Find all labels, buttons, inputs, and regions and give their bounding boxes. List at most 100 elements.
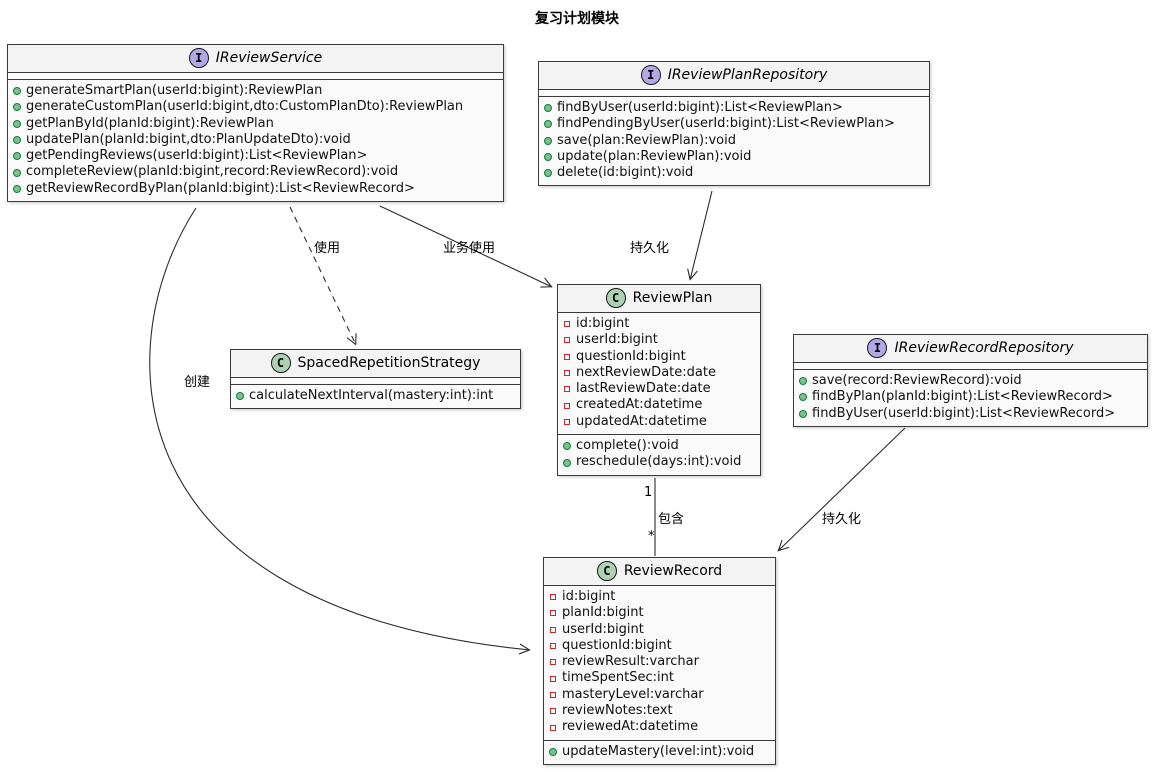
- method-signature: calculateNextInterval(mastery:int):int: [249, 388, 494, 403]
- field-row: id:bigint: [563, 316, 754, 332]
- private-field-icon: [550, 708, 556, 715]
- method-signature: updatePlan(planId:bigint,dto:PlanUpdateD…: [26, 131, 351, 147]
- private-field-icon: [564, 321, 570, 328]
- method-signature: getReviewRecordByPlan(planId:bigint):Lis…: [26, 180, 415, 196]
- diagram-title: 复习计划模块: [535, 11, 619, 27]
- edge-label-use: 使用: [314, 241, 341, 256]
- field-row: id:bigint: [549, 589, 769, 605]
- empty-fields-compartment: [794, 363, 1147, 370]
- public-method-icon: [799, 377, 807, 386]
- method-signature: findPendingByUser(userId:bigint):List<Re…: [557, 116, 895, 132]
- private-field-icon: [564, 402, 570, 409]
- private-field-icon: [550, 724, 556, 731]
- field-row: timeSpentSec:int: [549, 670, 769, 686]
- field-signature: reviewedAt:datetime: [562, 719, 699, 735]
- private-field-icon: [564, 386, 570, 393]
- public-method-icon: [544, 120, 552, 129]
- field-row: masteryLevel:varchar: [549, 687, 769, 703]
- edge-label-business-use: 业务使用: [443, 241, 496, 256]
- field-signature: createdAt:datetime: [576, 397, 703, 413]
- method-row: generateSmartPlan(userId:bigint):ReviewP…: [13, 83, 497, 99]
- field-row: questionId:bigint: [549, 638, 769, 654]
- public-method-icon: [563, 442, 571, 451]
- methods-compartment: complete():void reschedule(days:int):voi…: [558, 435, 760, 475]
- empty-fields-compartment: [231, 378, 520, 385]
- method-signature: findByUser(userId:bigint):List<ReviewRec…: [812, 405, 1116, 421]
- field-row: nextReviewDate:date: [563, 365, 754, 381]
- interface-icon: I: [867, 338, 888, 358]
- field-signature: timeSpentSec:int: [562, 670, 674, 686]
- method-row: updatePlan(planId:bigint,dto:PlanUpdateD…: [13, 132, 497, 148]
- field-signature: id:bigint: [562, 589, 616, 604]
- class-header: I IReviewRecordRepository: [794, 335, 1147, 363]
- field-signature: nextReviewDate:date: [576, 364, 716, 380]
- class-name: IReviewPlanRepository: [667, 67, 828, 83]
- class-header: I IReviewService: [8, 45, 503, 73]
- class-box-ireviewplanrepository: I IReviewPlanRepository findByUser(userI…: [538, 61, 930, 187]
- method-signature: findByPlan(planId:bigint):List<ReviewRec…: [812, 389, 1113, 405]
- method-row: calculateNextInterval(mastery:int):int: [236, 388, 514, 404]
- edge-planrepo-persists-plan: [687, 190, 713, 281]
- private-field-icon: [550, 610, 556, 617]
- methods-compartment: updateMastery(level:int):void: [544, 740, 775, 764]
- private-field-icon: [564, 353, 570, 360]
- method-row: generateCustomPlan(userId:bigint,dto:Cus…: [13, 99, 497, 115]
- method-signature: updateMastery(level:int):void: [562, 743, 755, 759]
- method-row: update(plan:ReviewPlan):void: [544, 149, 923, 165]
- method-signature: generateSmartPlan(userId:bigint):ReviewP…: [26, 83, 323, 98]
- methods-compartment: findByUser(userId:bigint):List<ReviewPla…: [539, 97, 929, 186]
- method-row: completeReview(planId:bigint,record:Revi…: [13, 164, 497, 180]
- public-method-icon: [13, 119, 21, 128]
- class-box-ireviewrecordrepository: I IReviewRecordRepository save(record:Re…: [793, 334, 1148, 427]
- class-box-reviewrecord: C ReviewRecord id:bigint planId:bigint u…: [543, 557, 776, 765]
- method-row: reschedule(days:int):void: [563, 454, 754, 470]
- field-row: reviewResult:varchar: [549, 654, 769, 670]
- method-signature: save(record:ReviewRecord):void: [812, 373, 1022, 388]
- field-row: reviewNotes:text: [549, 703, 769, 719]
- class-name: SpacedRepetitionStrategy: [297, 355, 481, 371]
- field-signature: userId:bigint: [576, 332, 658, 348]
- field-signature: updatedAt:datetime: [576, 413, 707, 429]
- field-row: planId:bigint: [549, 605, 769, 621]
- private-field-icon: [564, 337, 570, 344]
- class-header: C ReviewRecord: [544, 558, 775, 586]
- private-field-icon: [550, 675, 556, 682]
- public-method-icon: [13, 103, 21, 112]
- edge-recordrepo-persists-record: [777, 427, 906, 552]
- method-signature: reschedule(days:int):void: [576, 454, 742, 470]
- field-signature: reviewResult:varchar: [562, 654, 699, 670]
- public-method-icon: [799, 409, 807, 418]
- private-field-icon: [550, 626, 556, 633]
- edge-label-persist-plan: 持久化: [630, 241, 670, 256]
- empty-fields-compartment: [539, 90, 929, 97]
- class-header: I IReviewPlanRepository: [539, 62, 929, 90]
- field-signature: masteryLevel:varchar: [562, 686, 704, 702]
- multiplicity-many: *: [648, 529, 655, 544]
- class-name: IReviewRecordRepository: [894, 340, 1074, 356]
- private-field-icon: [550, 643, 556, 650]
- edge-service-creates-record: [149, 207, 531, 655]
- class-header: C ReviewPlan: [558, 285, 760, 313]
- class-box-spacedrepetitionstrategy: C SpacedRepetitionStrategy calculateNext…: [230, 349, 521, 410]
- field-signature: planId:bigint: [562, 605, 644, 621]
- method-row: findByUser(userId:bigint):List<ReviewPla…: [544, 100, 923, 116]
- method-signature: delete(id:bigint):void: [557, 165, 694, 181]
- method-row: complete():void: [563, 438, 754, 454]
- method-row: findByUser(userId:bigint):List<ReviewRec…: [799, 406, 1141, 422]
- fields-compartment: id:bigint planId:bigint userId:bigint qu…: [544, 586, 775, 741]
- method-row: getPlanById(planId:bigint):ReviewPlan: [13, 116, 497, 132]
- method-row: findPendingByUser(userId:bigint):List<Re…: [544, 116, 923, 132]
- method-signature: save(plan:ReviewPlan):void: [557, 132, 736, 148]
- private-field-icon: [564, 370, 570, 377]
- edge-label-create: 创建: [184, 375, 211, 390]
- field-signature: questionId:bigint: [576, 348, 686, 364]
- empty-fields-compartment: [8, 73, 503, 80]
- public-method-icon: [799, 393, 807, 402]
- private-field-icon: [550, 594, 556, 601]
- edge-label-contains: 包含: [658, 512, 685, 527]
- edge-service-uses-strategy: [289, 206, 357, 346]
- public-method-icon: [236, 392, 244, 401]
- field-signature: reviewNotes:text: [562, 703, 673, 719]
- field-row: userId:bigint: [563, 332, 754, 348]
- method-signature: getPlanById(planId:bigint):ReviewPlan: [26, 115, 274, 131]
